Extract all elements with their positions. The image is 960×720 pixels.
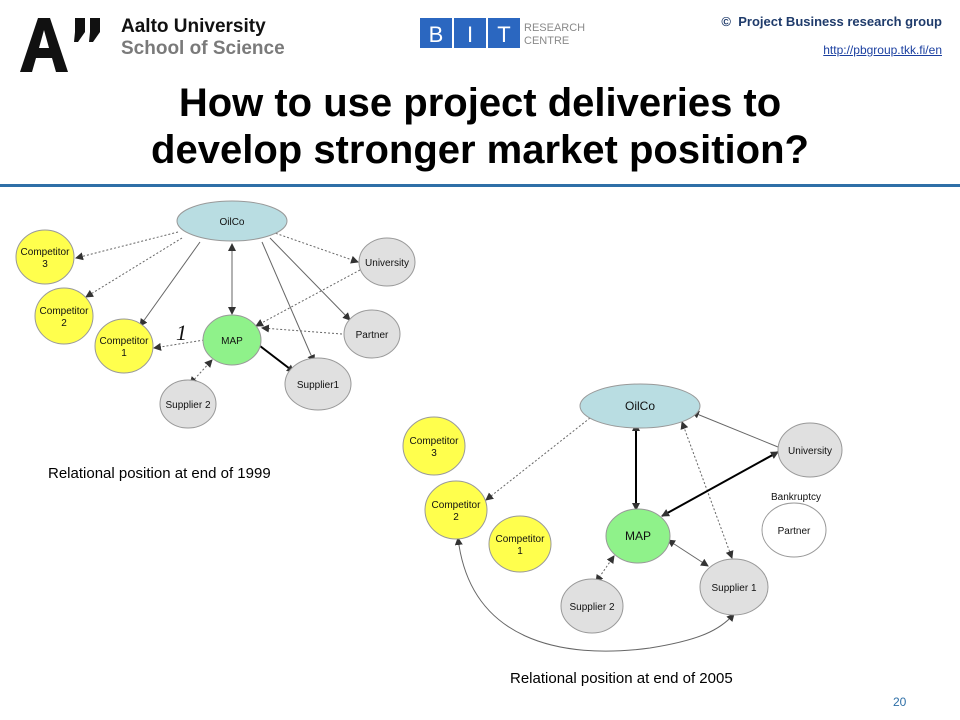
edge-2005-competitor2-supplier1 [454, 537, 735, 652]
edges-1999 [75, 231, 361, 385]
edge-map-supplier2 [189, 359, 213, 385]
edge-oilco-supplier1 [261, 241, 315, 363]
labels-2005: OilCo Competitor 3 Competitor 2 Competit… [410, 399, 832, 613]
node-1999-competitor2 [34, 287, 94, 345]
label-1999-university: University [365, 258, 409, 269]
label-1999-competitor1-b: 1 [121, 348, 127, 359]
caption-2005: Relational position at end of 2005 [510, 670, 733, 687]
aalto-logo-icon [20, 18, 100, 72]
school-name: School of Science [121, 38, 285, 59]
edge-oilco-competitor3 [75, 231, 179, 261]
bit-research-text: RESEARCH [524, 22, 585, 34]
university-name: Aalto University [121, 16, 266, 37]
label-2005-bankruptcy: Bankruptcy [771, 492, 821, 503]
label-2005-partner: Partner [778, 526, 811, 537]
label-1999-competitor2-a: Competitor [40, 306, 90, 317]
edges-2005 [454, 410, 779, 652]
label-1999-competitor3-b: 3 [42, 259, 48, 270]
edge-2005-map-supplier2 [595, 555, 615, 583]
page-title-line-2: develop stronger market position? [151, 128, 809, 172]
edge-partner-map [261, 324, 343, 335]
research-group-link[interactable]: http://pbgroup.tkk.fi/en [823, 43, 942, 57]
bit-letter-t: T [497, 22, 510, 47]
label-1999-oilco: OilCo [219, 217, 244, 228]
node-2005-university [777, 422, 843, 478]
edge-2005-map-supplier1 [667, 539, 709, 567]
labels-1999: OilCo Competitor 3 Competitor 2 Competit… [21, 217, 409, 411]
page-title-line-1: How to use project deliveries to [178, 81, 782, 125]
node-1999-competitor1 [94, 318, 154, 374]
page-title: How to use project deliveries to develop… [0, 80, 960, 174]
label-2005-competitor3-a: Competitor [410, 436, 460, 447]
node-2005-competitor1 [488, 515, 552, 573]
label-1999-map: MAP [221, 336, 243, 347]
page-number: 20 [893, 695, 907, 709]
node-2005-competitor3 [402, 416, 466, 476]
node-1999-university [358, 237, 416, 287]
node-1999-map [202, 314, 262, 366]
copyright-symbol: © [721, 14, 732, 29]
node-1999-supplier2 [159, 379, 217, 429]
edge-map-competitor1 [153, 339, 205, 351]
bit-centre-text: CENTRE [524, 35, 569, 47]
label-1999-competitor2-b: 2 [61, 318, 67, 329]
node-2005-map [605, 508, 671, 564]
label-1999-competitor1-a: Competitor [100, 336, 150, 347]
bit-research-centre-logo: B I T RESEARCH CENTRE [420, 18, 585, 48]
label-1999-partner: Partner [356, 330, 389, 341]
edge-university-map [255, 269, 361, 327]
bit-letter-b: B [429, 22, 444, 47]
label-1999-supplier2: Supplier 2 [165, 400, 210, 411]
node-2005-supplier1 [699, 558, 769, 616]
edge-2005-oilco-competitor2 [485, 417, 591, 501]
nodes-2005 [402, 383, 843, 634]
caption-1999: Relational position at end of 1999 [48, 465, 271, 482]
bit-letter-i: I [467, 22, 473, 47]
research-group-name: Project Business research group [738, 14, 942, 29]
label-2005-competitor2-b: 2 [453, 512, 459, 523]
edge-oilco-competitor1 [139, 241, 201, 327]
label-2005-supplier1: Supplier 1 [711, 583, 756, 594]
node-1999-competitor3 [15, 229, 75, 285]
annotation-mark-1999: 1 [176, 320, 187, 345]
label-2005-oilco: OilCo [625, 399, 655, 413]
edge-oilco-partner [269, 237, 351, 321]
research-group-label: © Project Business research group [721, 14, 942, 29]
label-1999-supplier1: Supplier1 [297, 380, 340, 391]
node-2005-partner [761, 502, 827, 558]
label-2005-competitor1-b: 1 [517, 546, 523, 557]
nodes-1999 [15, 200, 416, 429]
label-1999-competitor3-a: Competitor [21, 247, 71, 258]
edge-oilco-competitor2 [85, 237, 183, 298]
edge-oilco-university [271, 231, 359, 264]
node-2005-supplier2 [560, 578, 624, 634]
label-2005-university: University [788, 446, 832, 457]
label-2005-competitor1-a: Competitor [496, 534, 546, 545]
edge-2005-oilco-supplier1 [680, 421, 734, 559]
node-1999-oilco [176, 200, 288, 242]
title-divider [0, 184, 960, 187]
label-2005-competitor2-a: Competitor [432, 500, 482, 511]
edge-2005-map-university [661, 451, 779, 517]
label-2005-map: MAP [625, 529, 651, 543]
node-1999-partner [343, 309, 401, 359]
label-2005-competitor3-b: 3 [431, 448, 437, 459]
label-2005-supplier2: Supplier 2 [569, 602, 614, 613]
node-2005-oilco [579, 383, 701, 429]
edge-2005-oilco-university [691, 410, 779, 448]
node-1999-supplier1 [284, 357, 352, 411]
edge-map-supplier1 [259, 345, 295, 373]
node-2005-competitor2 [424, 480, 488, 540]
